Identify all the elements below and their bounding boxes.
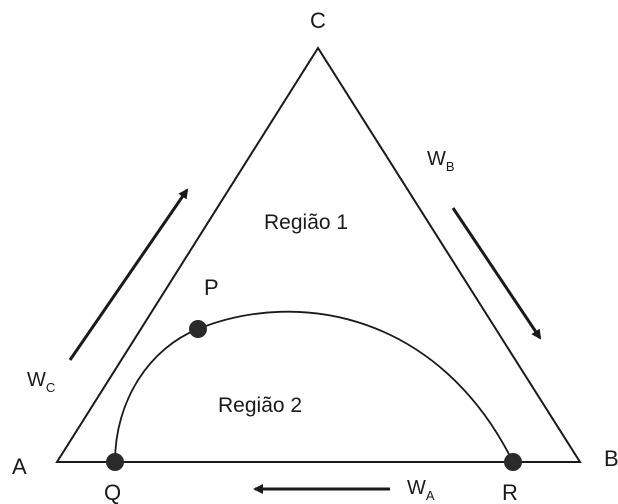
ternary-triangle	[55, 46, 582, 463]
weight-wa-sub: A	[426, 488, 435, 503]
weight-wc-base: W	[27, 369, 46, 391]
point-q-marker	[106, 453, 124, 471]
point-label-p: P	[204, 275, 219, 300]
region-1-label: Região 1	[264, 211, 348, 234]
weight-wb-sub: B	[446, 159, 455, 174]
vertex-label-b: B	[604, 446, 618, 471]
point-r-marker	[504, 453, 522, 471]
vertex-label-c: C	[310, 8, 326, 33]
phase-boundary-curve	[114, 310, 514, 463]
arrow-wc	[68, 188, 189, 361]
weight-label-wc: WC	[27, 369, 55, 395]
weight-wc-sub: C	[46, 380, 55, 395]
weight-label-wb: WB	[427, 148, 455, 174]
arrow-wb	[451, 207, 542, 340]
point-label-q: Q	[104, 480, 121, 504]
region-2-label: Região 2	[218, 394, 302, 417]
point-p-marker	[189, 320, 207, 338]
vertex-label-a: A	[12, 454, 27, 479]
weight-label-wa: WA	[407, 477, 435, 503]
point-label-r: R	[502, 480, 518, 504]
weight-wa-base: W	[407, 477, 426, 499]
weight-wb-base: W	[427, 148, 446, 170]
